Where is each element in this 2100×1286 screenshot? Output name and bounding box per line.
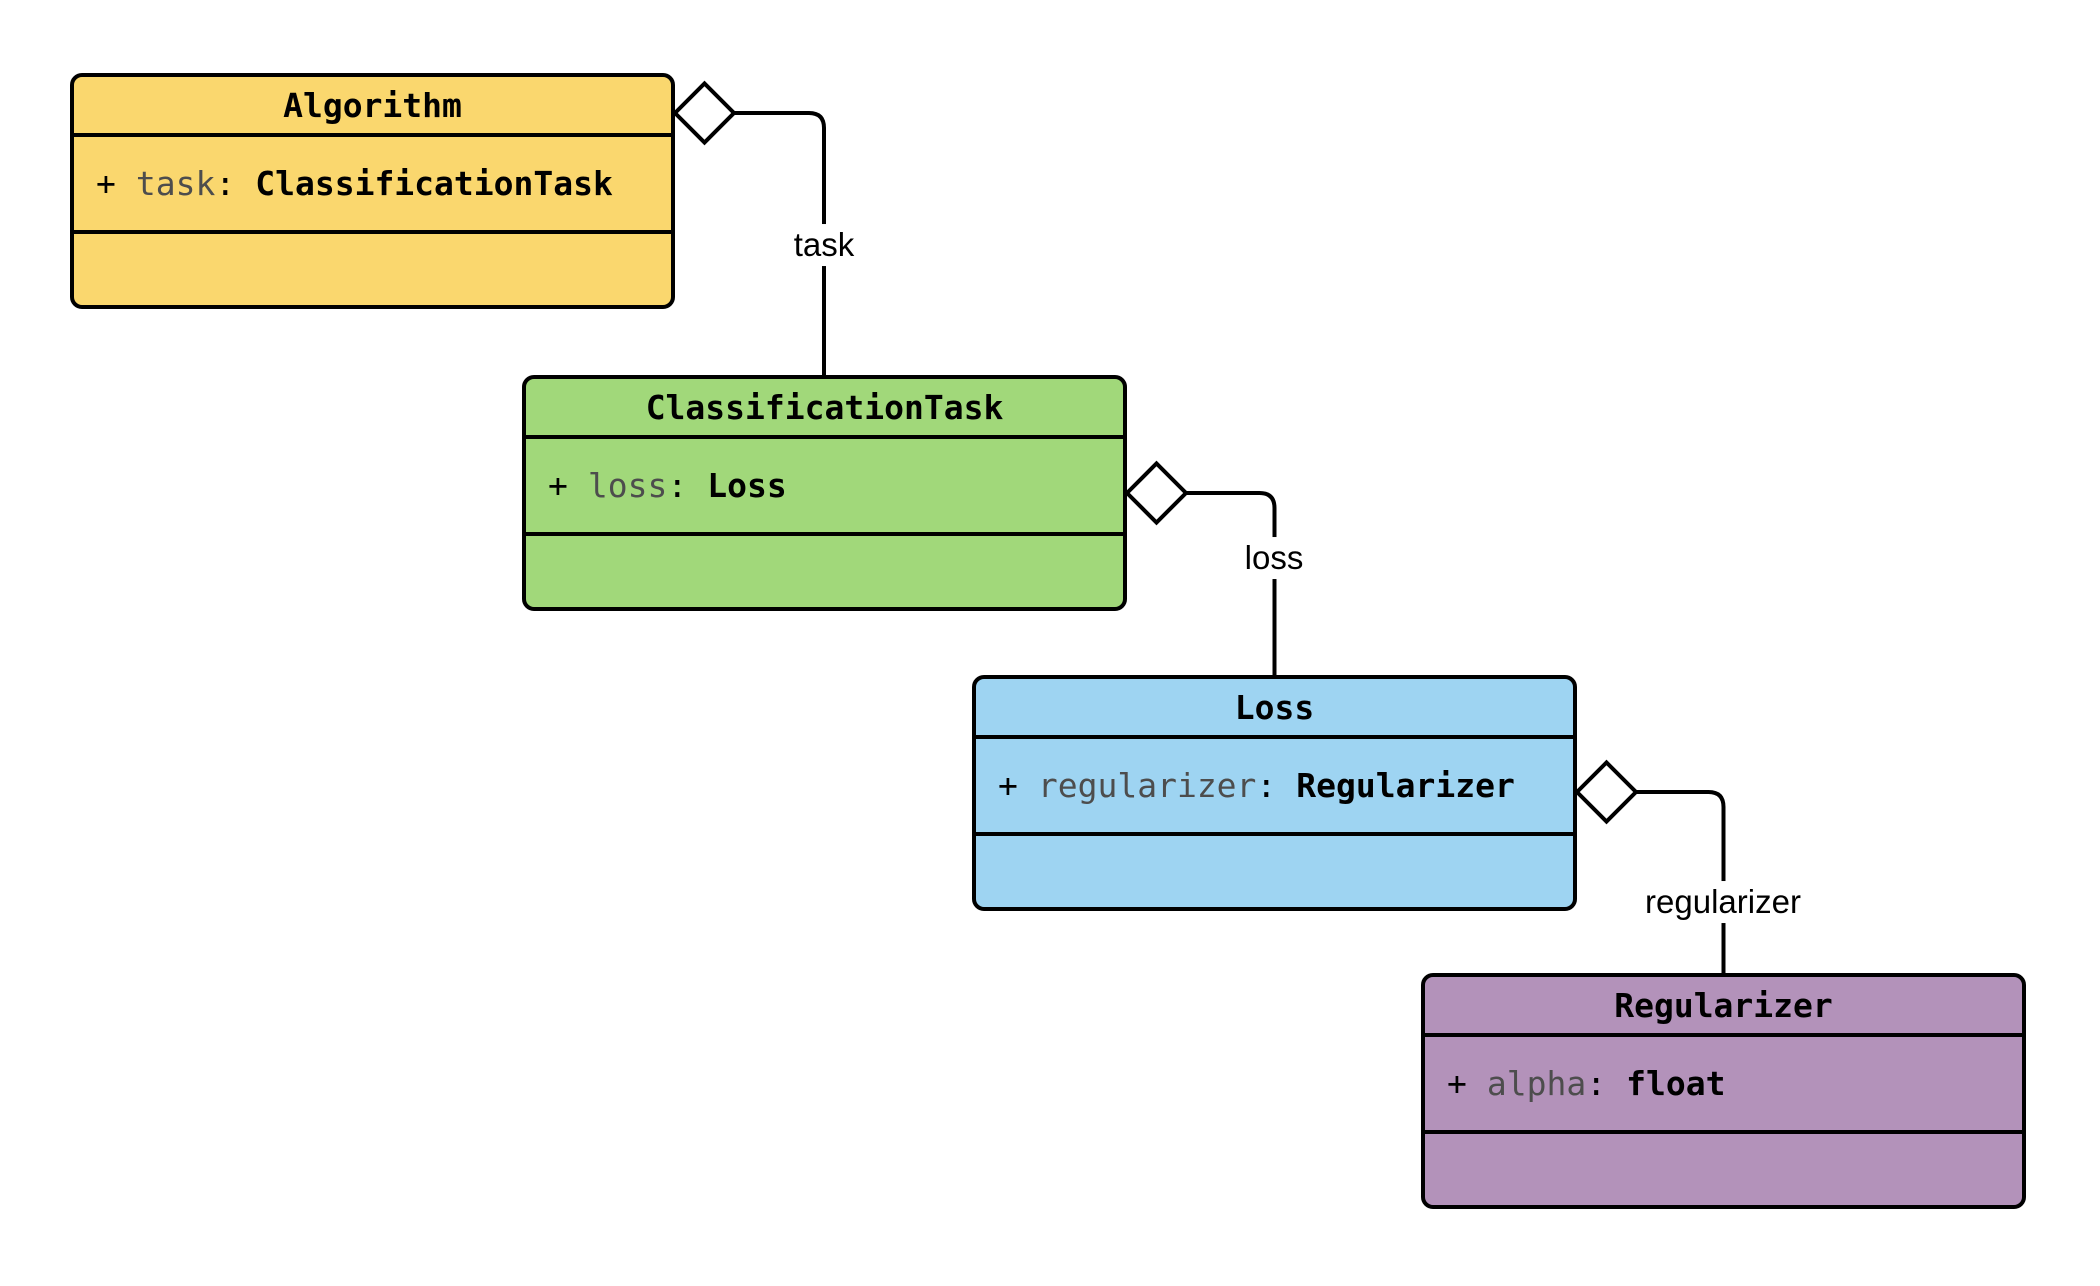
attr-type: Loss (707, 466, 787, 505)
attr-visibility: + (96, 164, 116, 203)
class-name: Regularizer (1425, 977, 2022, 1037)
aggregation-diamond[interactable] (1124, 460, 1189, 526)
aggregation-diamond[interactable] (672, 80, 737, 146)
attr-type: float (1626, 1064, 1726, 1103)
edge-loss[interactable] (1124, 460, 1277, 676)
aggregation-diamond[interactable] (1574, 759, 1639, 825)
attr-separator: : (667, 466, 688, 505)
class-name: Loss (976, 679, 1573, 739)
attr-visibility: + (548, 466, 568, 505)
class-box-loss[interactable]: Loss + regularizer: Regularizer (972, 675, 1577, 911)
class-attribute-row: + regularizer: Regularizer (976, 739, 1573, 836)
class-methods-section-empty (1425, 1134, 2022, 1205)
class-box-algorithm[interactable]: Algorithm + task: ClassificationTask (70, 73, 675, 309)
edge-label-loss[interactable]: loss (1236, 537, 1312, 579)
class-name: ClassificationTask (526, 379, 1123, 439)
edge-regularizer-line[interactable] (1636, 790, 1726, 973)
attr-name: regularizer (1037, 766, 1257, 805)
attr-name: alpha (1486, 1064, 1587, 1103)
attr-name: task (135, 164, 216, 203)
attr-visibility: + (1447, 1064, 1467, 1103)
class-methods-section-empty (976, 836, 1573, 907)
class-name: Algorithm (74, 77, 671, 137)
class-attribute-row: + alpha: float (1425, 1037, 2022, 1134)
edge-label-regularizer[interactable]: regularizer (1637, 881, 1809, 923)
attr-type: ClassificationTask (255, 164, 613, 203)
class-box-regularizer[interactable]: Regularizer + alpha: float (1421, 973, 2026, 1209)
class-methods-section-empty (526, 536, 1123, 607)
edge-task[interactable] (672, 80, 826, 376)
edge-loss-line[interactable] (1186, 491, 1277, 675)
edge-regularizer[interactable] (1574, 759, 1726, 974)
attr-visibility: + (998, 766, 1018, 805)
attr-separator: : (215, 164, 236, 203)
class-methods-section-empty (74, 234, 671, 305)
class-attribute-row: + loss: Loss (526, 439, 1123, 536)
attr-name: loss (587, 466, 668, 505)
attr-separator: : (1586, 1064, 1607, 1103)
class-attribute-row: + task: ClassificationTask (74, 137, 671, 234)
edge-task-line[interactable] (734, 111, 826, 375)
attr-separator: : (1256, 766, 1277, 805)
class-box-classificationtask[interactable]: ClassificationTask + loss: Loss (522, 375, 1127, 611)
edge-label-task[interactable]: task (785, 224, 863, 266)
attr-type: Regularizer (1296, 766, 1515, 805)
